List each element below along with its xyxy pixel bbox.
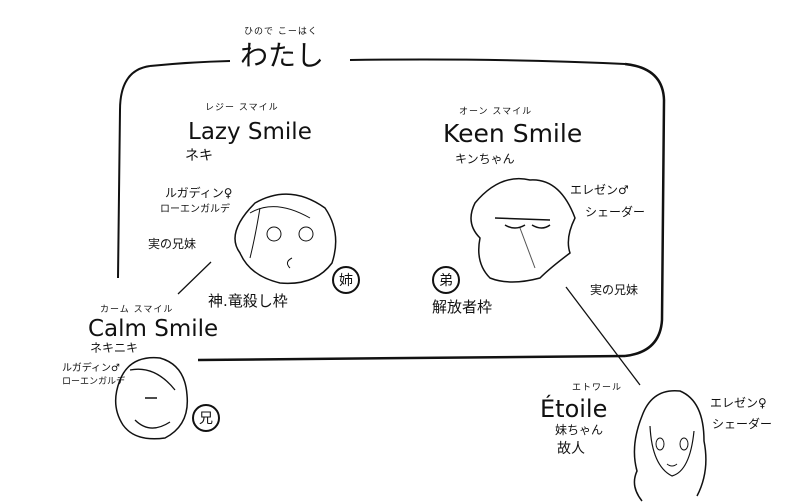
keen-clan: シェーダー	[585, 205, 646, 219]
etoile-clan: シェーダー	[712, 417, 773, 431]
keen-race: エレゼン♂	[570, 183, 629, 197]
relation-line-keen-etoile	[565, 286, 641, 386]
keen-name: Keen Smile	[443, 119, 583, 148]
title-ruby: ひので こーはく	[244, 27, 318, 37]
lazy-badge: 姉	[332, 266, 360, 294]
calm-ruby: カーム スマイル	[100, 305, 174, 315]
calm-name: Calm Smile	[88, 316, 219, 342]
calm-face-illustration	[114, 356, 189, 440]
lazy-name: Lazy Smile	[188, 119, 312, 145]
etoile-note: 故人	[557, 441, 585, 457]
etoile-face-illustration	[633, 389, 707, 502]
lazy-race: ルガディン♀	[165, 186, 233, 200]
relation-line-lazy-calm	[177, 261, 212, 295]
etoile-nickname: 妹ちゃん	[555, 423, 604, 437]
lazy-clan: ローエンガルデ	[160, 204, 230, 215]
title: わたし	[240, 39, 325, 72]
calm-clan: ローエンガルデ	[62, 377, 126, 387]
lazy-face-illustration	[234, 193, 337, 285]
lazy-role: 神.竜殺し枠	[208, 292, 288, 310]
etoile-name: Étoile	[540, 395, 608, 423]
keen-face-illustration	[470, 177, 576, 283]
frame-bottom-line	[197, 354, 626, 362]
calm-badge: 兄	[192, 404, 220, 432]
keen-ruby: オーン スマイル	[459, 107, 533, 117]
calm-nickname: ネキニキ	[90, 341, 139, 355]
lazy-ruby: レジー スマイル	[205, 103, 279, 113]
frame-top-line-right	[349, 58, 626, 65]
calm-race: ルガディン♂	[62, 363, 120, 374]
etoile-ruby: エトワール	[572, 383, 623, 393]
keen-badge: 弟	[432, 266, 460, 294]
etoile-race: エレゼン♀	[710, 396, 767, 410]
keen-nickname: キンちゃん	[455, 152, 515, 166]
relation-label-lazy-calm: 実の兄妹	[148, 237, 197, 251]
keen-role: 解放者枠	[432, 298, 493, 316]
frame-top-line-left	[149, 60, 231, 67]
lazy-nickname: ネキ	[185, 148, 213, 164]
frame-right-line	[624, 62, 666, 358]
relation-label-keen-etoile: 実の兄妹	[590, 283, 639, 297]
frame-left-line	[117, 65, 151, 279]
